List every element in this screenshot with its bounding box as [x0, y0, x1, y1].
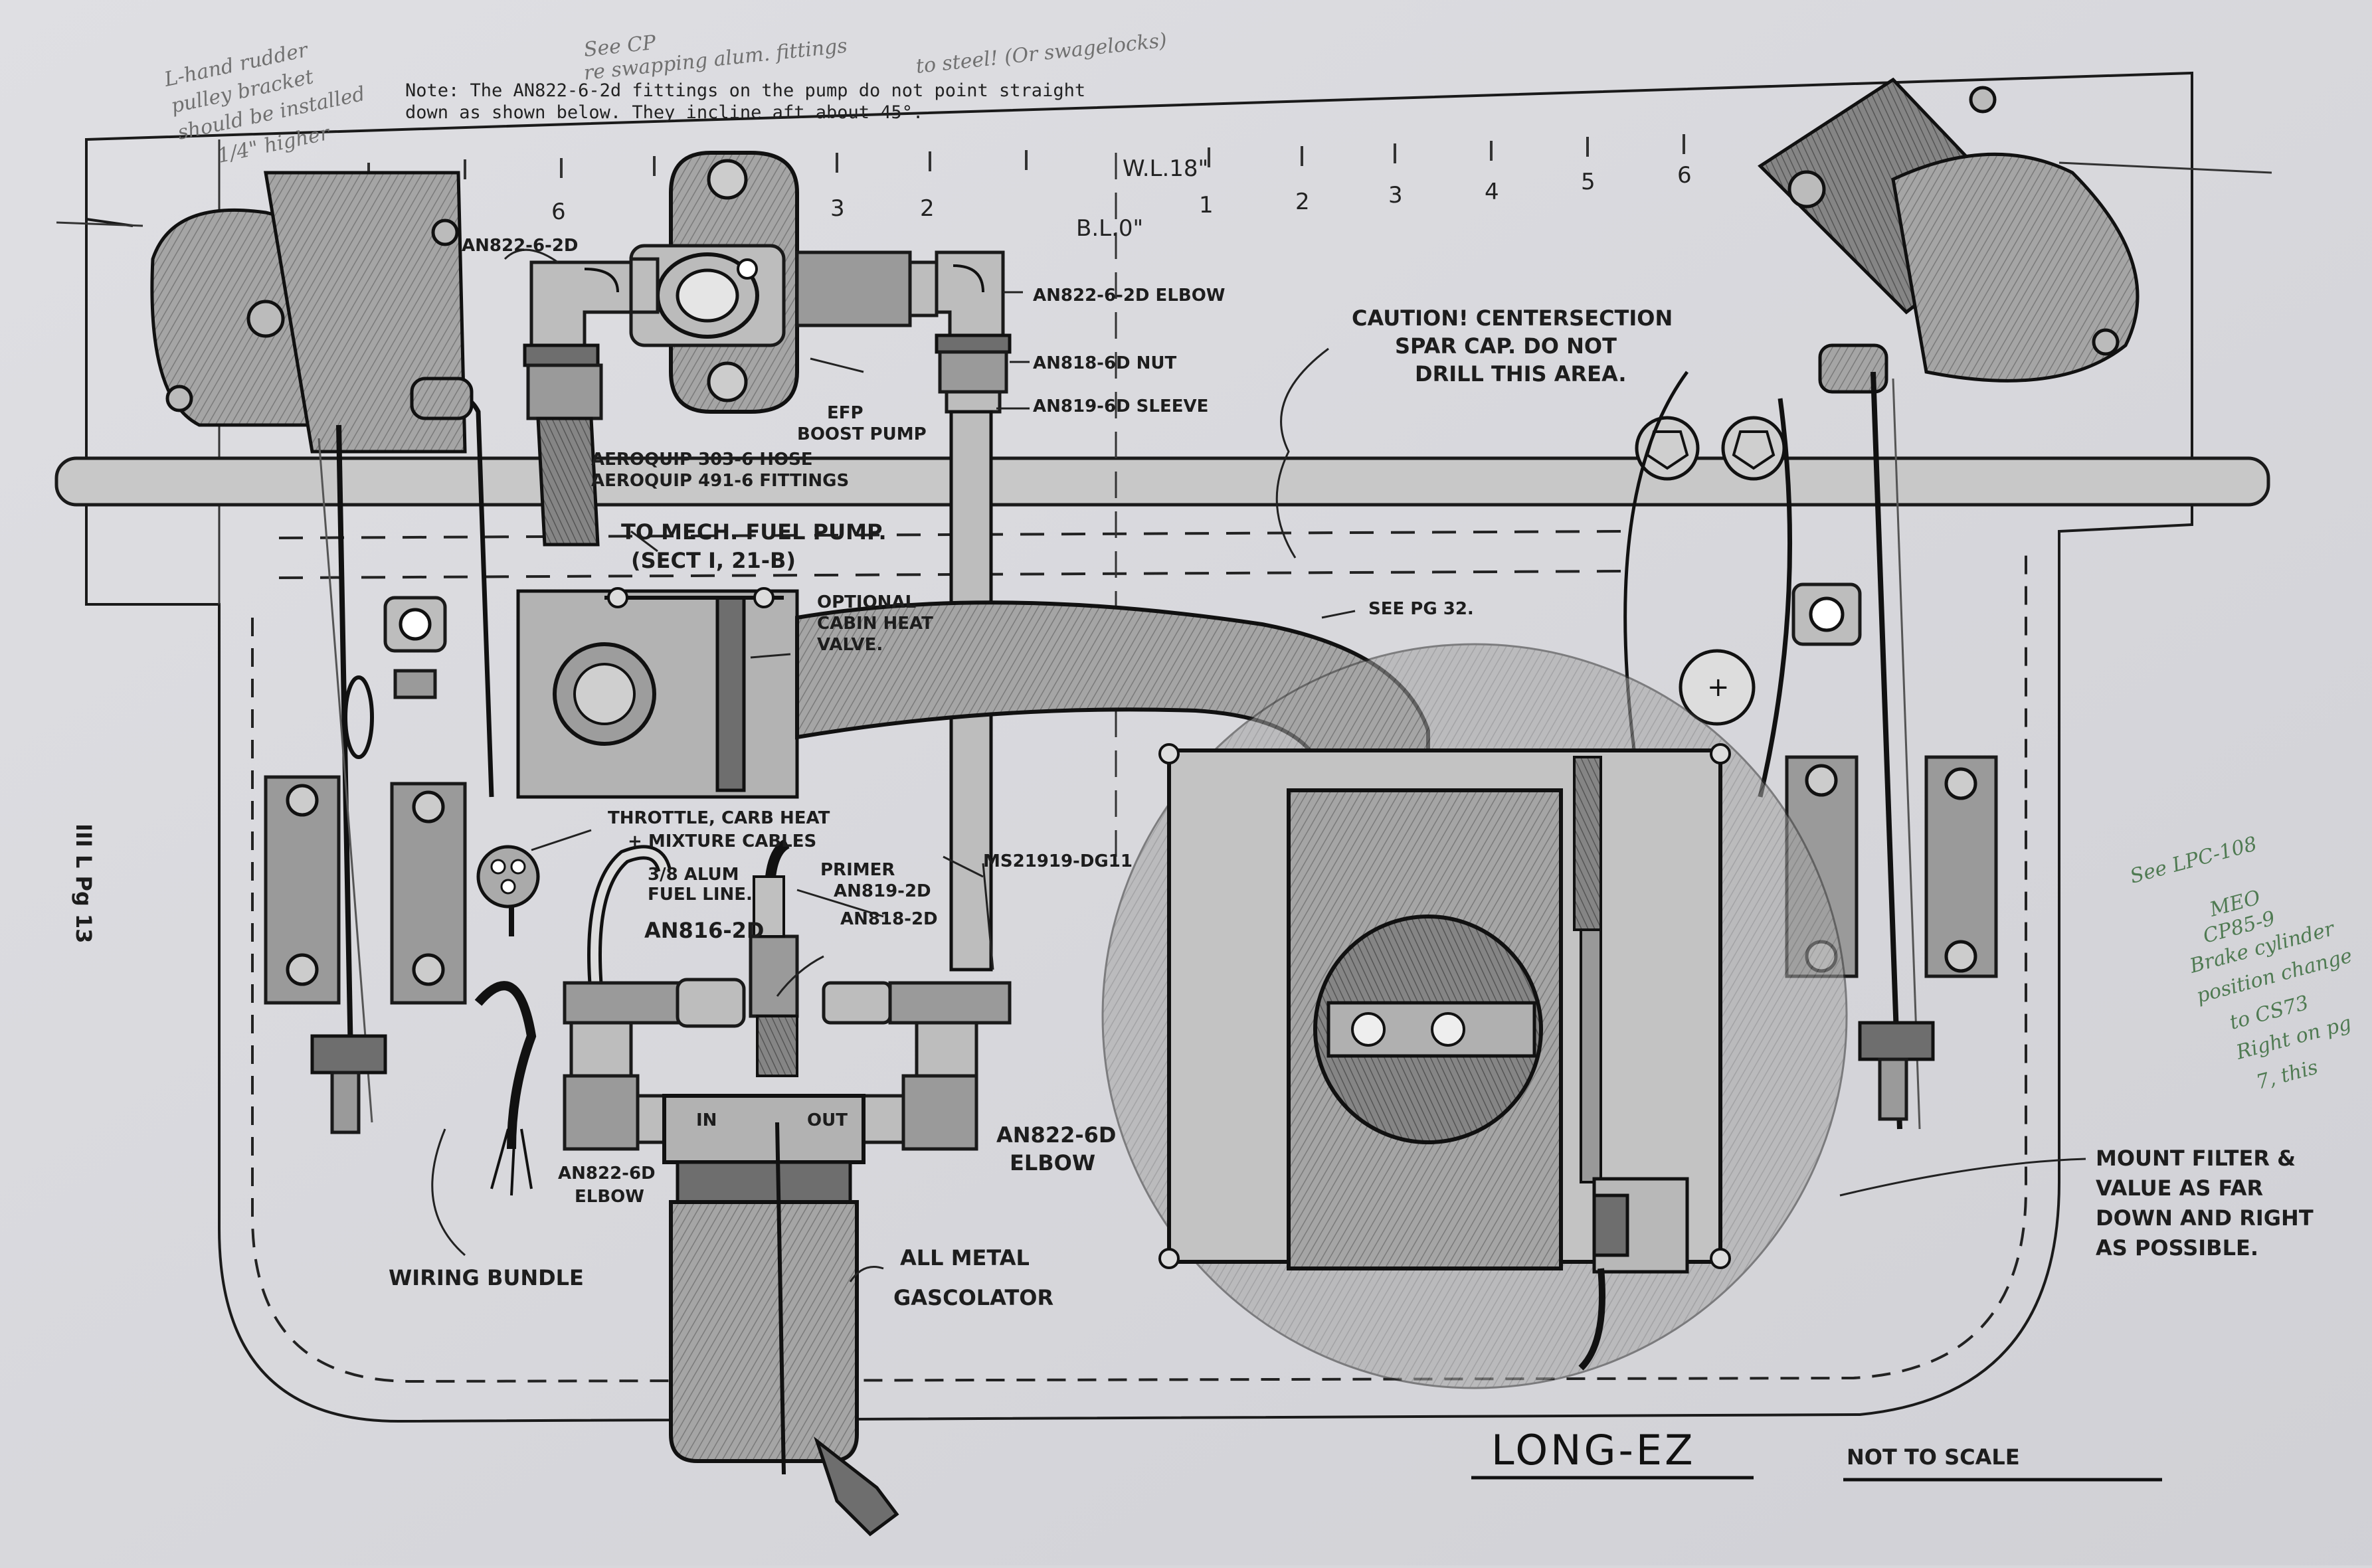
label-mount-1: MOUNT FILTER &	[2096, 1146, 2296, 1171]
label-gascolator-2: GASCOLATOR	[893, 1285, 1053, 1310]
label-mech-pump-2: (SECT I, 21-B)	[631, 548, 796, 573]
label-throttle-2: + MIXTURE CABLES	[628, 831, 816, 851]
label-wiring-bundle: WIRING BUNDLE	[389, 1265, 584, 1290]
label-caution-3: DRILL THIS AREA.	[1415, 361, 1627, 387]
label-an819-sleeve: AN819-6D SLEEVE	[1033, 396, 1208, 416]
screw-head-icon	[1351, 1012, 1386, 1047]
label-alum-1: 3/8 ALUM	[648, 865, 739, 885]
side-page-reference: III L Pg 13	[71, 824, 96, 943]
right-rudder-pedal-linkage: +	[1623, 343, 1998, 1130]
firewall-outline	[85, 71, 2193, 1423]
fuel-fitting-cluster	[563, 838, 1012, 1151]
torque-tube	[54, 456, 2270, 507]
label-not-to-scale: NOT TO SCALE	[1847, 1444, 2020, 1470]
ruler-number-left-3: 3	[830, 195, 845, 222]
label-an818-nut: AN818-6D NUT	[1033, 353, 1177, 373]
label-alum-2: FUEL LINE.	[648, 885, 753, 905]
label-optional-2: CABIN HEAT	[817, 614, 933, 634]
right-rudder-pulley-bracket	[1758, 77, 2272, 383]
label-caution-2: SPAR CAP. DO NOT	[1395, 333, 1617, 359]
throttle-cable-fitting	[476, 845, 540, 936]
note-line-1: Note: The AN822-6-2d fittings on the pum…	[405, 80, 1085, 101]
label-mount-4: AS POSSIBLE.	[2096, 1235, 2258, 1261]
an822-left-elbow	[523, 260, 633, 367]
an822-elbow-right-lower	[901, 1074, 978, 1151]
label-ms21919: MS21919-DG11	[983, 851, 1133, 871]
label-an822-right: AN822-6-2D ELBOW	[1033, 286, 1225, 305]
label-optional-3: VALVE.	[817, 635, 883, 655]
bolt-head-icon	[246, 300, 285, 338]
label-hose-1: AEROQUIP 303-6 HOSE	[591, 450, 813, 470]
brake-pivot	[1679, 649, 1756, 726]
ruler-number-right-6: 6	[1677, 162, 1692, 189]
left-rudder-pedal-linkage	[264, 377, 494, 1134]
label-an816-2d: AN816-2D	[644, 918, 764, 943]
ruler-number-right-5: 5	[1581, 169, 1596, 195]
label-efp: EFP	[827, 403, 864, 423]
screw-head-icon	[1431, 1012, 1465, 1047]
label-primer: PRIMER	[820, 860, 895, 880]
label-an822-elbow-right-2: ELBOW	[1010, 1150, 1095, 1176]
efp-boost-pump	[629, 151, 939, 414]
firewall-dashed-inset	[251, 545, 2027, 1383]
ruler-number-right-4: 4	[1485, 179, 1499, 205]
gascolator	[662, 1094, 899, 1537]
label-an818-2d: AN818-2D	[840, 909, 938, 929]
wl-label: W.L.18"	[1123, 155, 1208, 182]
an819-sleeve	[945, 390, 1002, 414]
label-gascolator-1: ALL METAL	[900, 1245, 1030, 1270]
cabin-heat-valve	[516, 587, 799, 799]
air-filter-assembly	[1101, 643, 1848, 1389]
label-an822-left: AN822-6-2D	[462, 236, 579, 256]
ruler-number-right-3: 3	[1388, 182, 1403, 209]
plus-icon: +	[1707, 672, 1730, 703]
label-caution-1: CAUTION! CENTERSECTION	[1352, 305, 1673, 331]
ruler-number-left-6: 6	[551, 199, 566, 225]
an822-elbow-left-lower	[563, 1074, 640, 1151]
label-hose-2: AEROQUIP 491-6 FITTINGS	[591, 471, 849, 491]
bolt-head-icon	[431, 218, 459, 246]
label-mech-pump-1: TO MECH. FUEL PUMP.	[621, 519, 887, 545]
label-mount-2: VALUE AS FAR	[2096, 1176, 2263, 1201]
an822-right-elbow	[935, 250, 1012, 354]
label-see-pg: SEE PG 32.	[1368, 599, 1474, 619]
ruler-number-left-2: 2	[920, 195, 935, 222]
label-an822-elbow-left-2: ELBOW	[575, 1187, 644, 1207]
note-line-2: down as shown below. They incline aft ab…	[405, 102, 923, 123]
label-an822-elbow-right-1: AN822-6D	[996, 1122, 1116, 1148]
ruler-number-right-2: 2	[1295, 189, 1310, 215]
an818-nut	[938, 350, 1008, 394]
label-throttle-1: THROTTLE, CARB HEAT	[608, 808, 830, 828]
label-out: OUT	[807, 1110, 848, 1130]
title-long-ez: LONG-EZ	[1491, 1426, 1696, 1474]
aeroquip-hose	[526, 363, 603, 547]
label-in: IN	[696, 1110, 717, 1130]
label-boost-pump: BOOST PUMP	[797, 424, 927, 444]
label-mount-3: DOWN AND RIGHT	[2096, 1205, 2314, 1231]
bl-label: B.L.0"	[1076, 215, 1143, 242]
wiring-bundle	[474, 981, 537, 1150]
label-an822-elbow-left-1: AN822-6D	[558, 1164, 656, 1183]
ruler-number-right-1: 1	[1199, 192, 1214, 218]
leader-lines	[431, 248, 2086, 1282]
label-an819-2d: AN819-2D	[834, 881, 931, 901]
label-optional-1: OPTIONAL	[817, 592, 916, 612]
bolt-head-icon	[165, 385, 193, 412]
